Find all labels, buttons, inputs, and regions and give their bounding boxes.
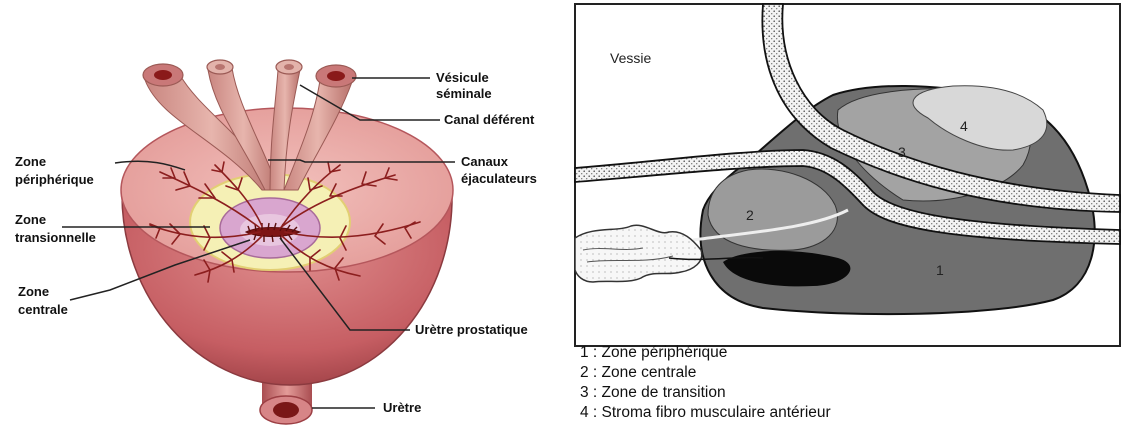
label-zone-peripherique: Zone périphérique (15, 154, 94, 187)
label-uretre-prostatique: Urètre prostatique (415, 322, 528, 337)
zone-number-4: 4 (960, 118, 968, 134)
label-vessie: Vessie (610, 50, 651, 66)
legend-item-4: 4 : Stroma fibro musculaire antérieur (580, 404, 831, 421)
zone-number-2: 2 (746, 207, 754, 223)
svg-text:Canaux: Canaux (461, 154, 509, 169)
svg-text:éjaculateurs: éjaculateurs (461, 171, 537, 186)
label-vesicule-seminale: Vésicule séminale (436, 70, 492, 101)
legend-item-3: 3 : Zone de transition (580, 384, 726, 401)
prostate-anatomy-illustration: Vésicule séminale Canal déférent Canaux … (0, 0, 570, 428)
label-zone-centrale: Zone centrale (18, 284, 68, 317)
svg-text:centrale: centrale (18, 302, 68, 317)
svg-text:séminale: séminale (436, 86, 492, 101)
svg-text:périphérique: périphérique (15, 172, 94, 187)
svg-text:Zone: Zone (18, 284, 49, 299)
zone-number-1: 1 (936, 262, 944, 278)
label-canaux-ejaculateurs: Canaux éjaculateurs (461, 154, 537, 186)
svg-text:Vésicule: Vésicule (436, 70, 489, 85)
zone-number-3: 3 (898, 144, 906, 160)
svg-text:Zone: Zone (15, 212, 46, 227)
prostate-zones-schematic: Vessie 1 2 3 4 1 : Zone périphérique 2 :… (573, 0, 1129, 428)
legend-item-1: 1 : Zone périphérique (580, 344, 727, 361)
label-canal-deferent: Canal déférent (444, 112, 535, 127)
zones-legend: 1 : Zone périphérique 2 : Zone centrale … (580, 344, 831, 421)
legend-item-2: 2 : Zone centrale (580, 364, 696, 381)
label-uretre: Urètre (383, 400, 421, 415)
label-zone-transitionnelle: Zone transionnelle (15, 212, 96, 245)
svg-text:Zone: Zone (15, 154, 46, 169)
svg-text:transionnelle: transionnelle (15, 230, 96, 245)
